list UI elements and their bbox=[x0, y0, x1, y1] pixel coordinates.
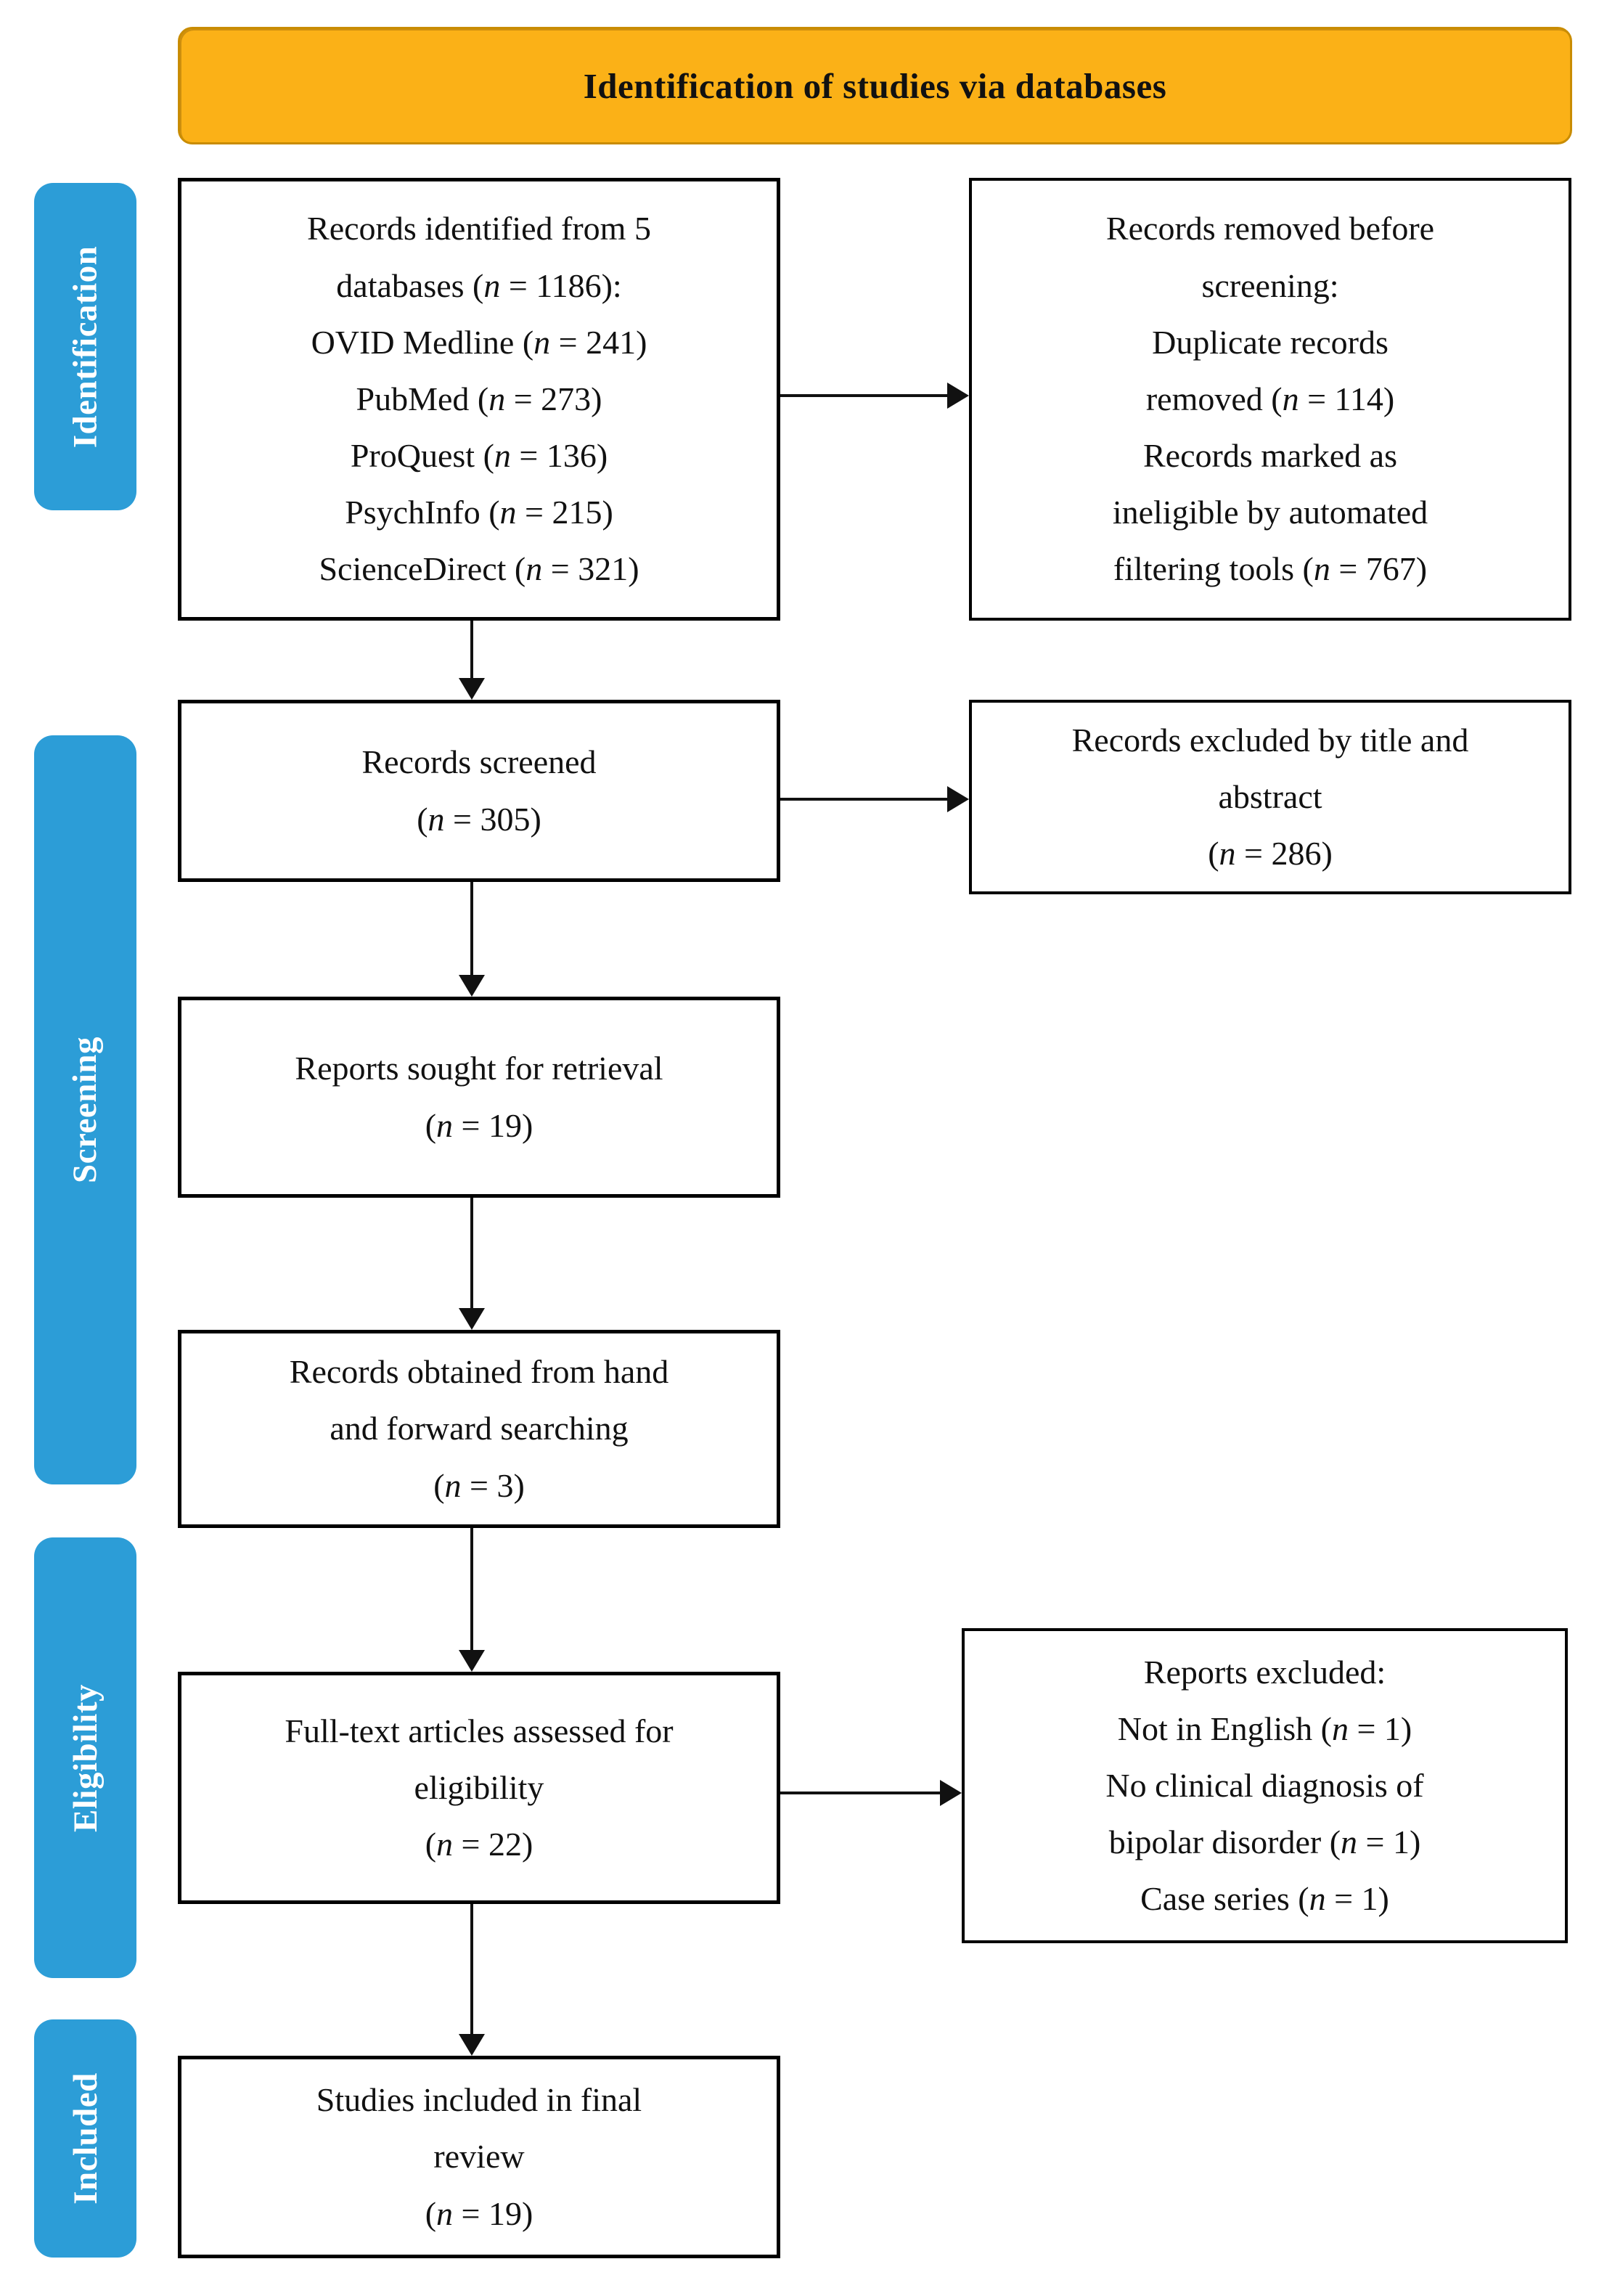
arrow-down-icon bbox=[459, 1650, 485, 1672]
box-reports-excluded: Reports excluded:Not in English (n = 1)N… bbox=[962, 1628, 1568, 1943]
box-records-screened-text: Records screened(n = 305) bbox=[361, 743, 597, 838]
box-reports-sought: Reports sought for retrieval(n = 19) bbox=[178, 997, 780, 1198]
sidebar-stage-identification: Identification bbox=[34, 183, 136, 510]
sidebar-stage-eligibility: Eligibility bbox=[34, 1537, 136, 1978]
arrow-right-icon bbox=[947, 383, 969, 409]
box-reports-excluded-text: Reports excluded:Not in English (n = 1)N… bbox=[1105, 1653, 1424, 1918]
sidebar-stage-screening: Screening bbox=[34, 735, 136, 1484]
sidebar-stage-included: Included bbox=[34, 2019, 136, 2258]
stage-label-eligibility: Eligibility bbox=[66, 1683, 105, 1832]
arrow-down-icon bbox=[459, 975, 485, 997]
stage-label-screening: Screening bbox=[66, 1036, 105, 1184]
box-records-screened: Records screened(n = 305) bbox=[178, 700, 780, 882]
stage-label-included: Included bbox=[66, 2072, 105, 2205]
arrow-down-icon bbox=[459, 1308, 485, 1330]
header-title: Identification of studies via databases bbox=[583, 65, 1167, 106]
arrow-right-icon bbox=[940, 1780, 962, 1806]
stage-label-identification: Identification bbox=[66, 245, 105, 448]
box-reports-sought-text: Reports sought for retrieval(n = 19) bbox=[295, 1050, 663, 1144]
arrow-down-icon bbox=[459, 678, 485, 700]
arrow-right-icon bbox=[947, 786, 969, 812]
header-banner: Identification of studies via databases bbox=[178, 27, 1572, 144]
arrow-down-icon bbox=[459, 2034, 485, 2056]
